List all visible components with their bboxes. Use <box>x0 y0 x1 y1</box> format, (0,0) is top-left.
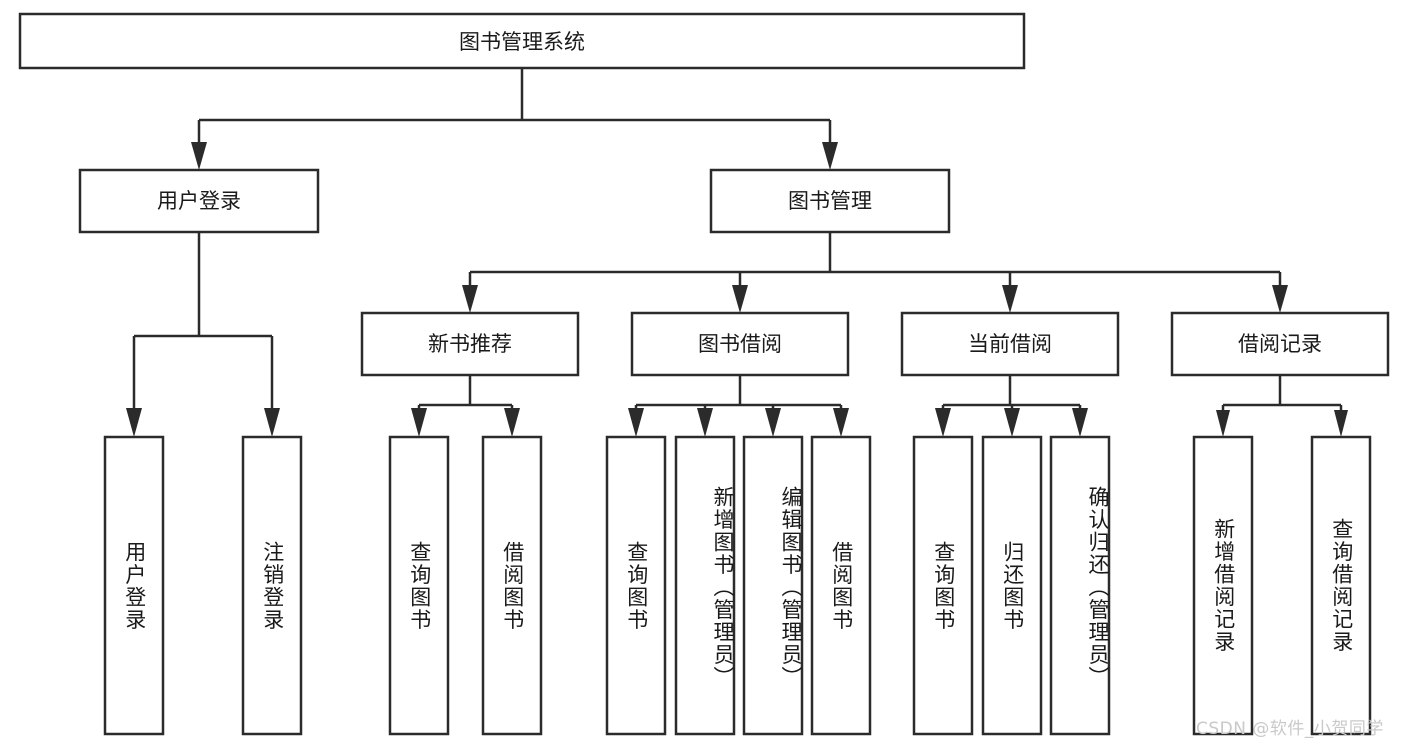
node-label-user-login: 用户登录 <box>157 189 241 213</box>
arrow-head-currentborrow-leaf-3 <box>1072 408 1088 437</box>
arrow-head-to-book-borrow <box>732 285 748 313</box>
arrow-head-borrowrecord-leaf-2 <box>1334 410 1348 437</box>
node-box-leaf-borrow-record-1[interactable] <box>1192 435 1254 736</box>
node-box-leaf-borrow-record-2[interactable] <box>1310 435 1372 736</box>
arrow-head-userlogin-leaf-1 <box>126 408 142 437</box>
csdn-watermark: CSDN @软件_小贺同学 <box>1196 719 1384 739</box>
node-label-current-borrow: 当前借阅 <box>968 332 1052 356</box>
node-box-user-login[interactable] <box>78 168 320 234</box>
connectors-root-to-level2 <box>191 68 838 170</box>
node-box-leaf-current-borrow-1[interactable] <box>912 435 974 736</box>
node-box-new-book-recommend[interactable] <box>360 311 580 377</box>
connectors-userlogin-to-leaves <box>126 232 280 437</box>
node-label-book-manage: 图书管理 <box>788 189 872 213</box>
node-box-leaf-book-borrow-1[interactable] <box>605 435 667 736</box>
arrow-head-root-to-book-manage <box>822 142 838 170</box>
arrow-head-root-to-user-login <box>191 142 207 170</box>
arrow-head-to-current-borrow <box>1002 285 1018 313</box>
arrow-head-bookborrow-leaf-3 <box>765 408 781 437</box>
connectors-borrowrecord-to-leaves <box>1216 375 1348 437</box>
arrow-head-bookborrow-leaf-1 <box>628 408 644 437</box>
node-box-leaf-book-borrow-4[interactable] <box>810 435 872 736</box>
node-box-current-borrow[interactable] <box>900 311 1120 377</box>
arrow-head-to-borrow-record <box>1272 285 1288 313</box>
arrow-head-newbook-leaf-1 <box>411 408 427 437</box>
arrow-head-currentborrow-leaf-1 <box>935 408 951 437</box>
arrow-head-currentborrow-leaf-2 <box>1004 408 1020 437</box>
arrow-head-to-new-book-recommend <box>462 285 478 313</box>
arrow-head-bookborrow-leaf-4 <box>833 408 849 437</box>
node-box-book-manage[interactable] <box>709 168 951 234</box>
node-label-borrow-record: 借阅记录 <box>1238 332 1322 356</box>
node-box-root[interactable] <box>18 12 1026 70</box>
node-box-leaf-new-book-1[interactable] <box>388 435 450 736</box>
arrow-head-borrowrecord-leaf-1 <box>1216 410 1230 437</box>
connectors-newbook-to-leaves <box>411 375 520 437</box>
node-label-new-book-recommend: 新书推荐 <box>428 332 512 356</box>
node-box-leaf-user-login-1[interactable] <box>103 435 165 736</box>
node-box-book-borrow[interactable] <box>630 311 850 377</box>
node-box-leaf-current-borrow-2[interactable] <box>981 435 1043 736</box>
connectors-bookborrow-to-leaves <box>628 375 849 437</box>
node-box-leaf-user-login-2[interactable] <box>241 435 303 736</box>
node-label-book-borrow: 图书借阅 <box>698 332 782 356</box>
node-box-leaf-book-borrow-2[interactable] <box>674 435 736 736</box>
node-box-leaf-new-book-2[interactable] <box>481 435 543 736</box>
connectors-bookmanage-to-level3 <box>462 232 1288 313</box>
node-box-borrow-record[interactable] <box>1170 311 1390 377</box>
connectors-currentborrow-to-leaves <box>935 375 1088 437</box>
arrow-head-newbook-leaf-2 <box>504 408 520 437</box>
arrow-head-userlogin-leaf-2 <box>264 408 280 437</box>
node-label-root: 图书管理系统 <box>459 30 585 54</box>
node-box-leaf-current-borrow-3[interactable] <box>1049 435 1111 736</box>
node-box-leaf-book-borrow-3[interactable] <box>742 435 804 736</box>
arrow-head-bookborrow-leaf-2 <box>697 408 713 437</box>
